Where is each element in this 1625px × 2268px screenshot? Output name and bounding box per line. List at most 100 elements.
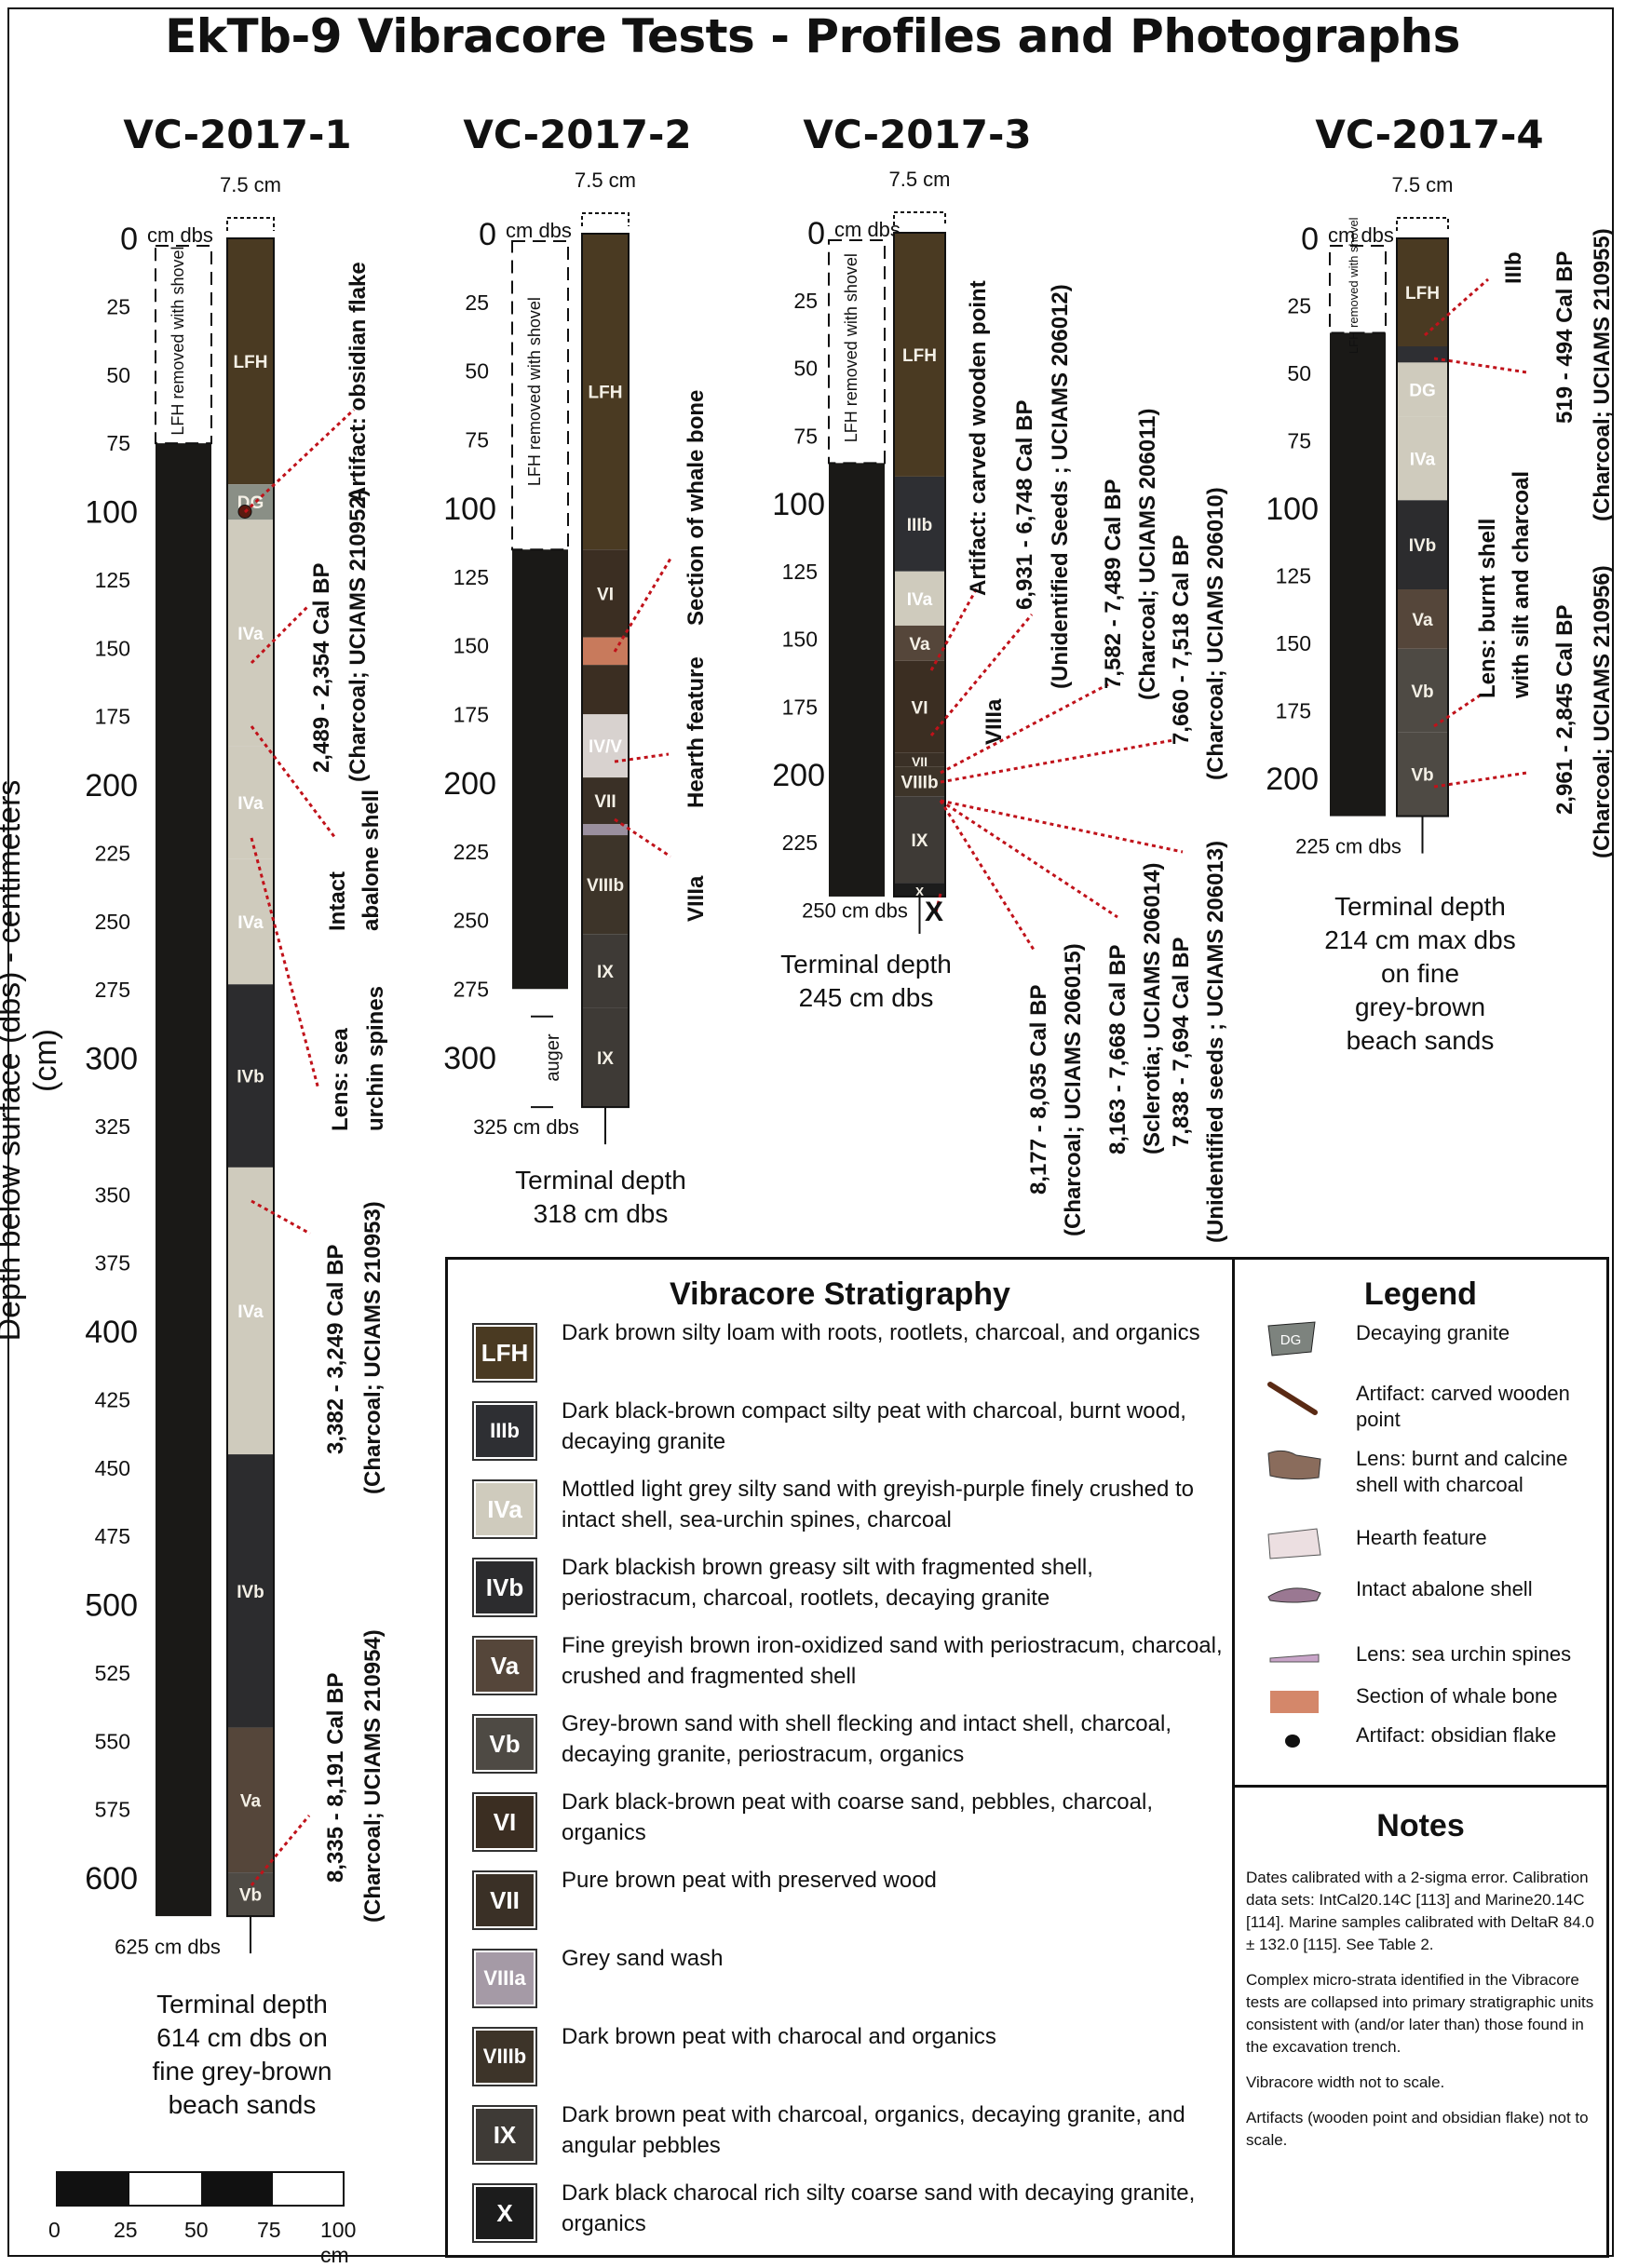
- stratigraphy-desc-VII: Pure brown peat with preserved wood: [562, 1868, 937, 1893]
- stratigraphy-swatch-VII: VII: [472, 1870, 537, 1930]
- annotation-lens-burnt: Lens: burnt shell: [1475, 518, 1500, 698]
- annotation-lens-sea: Lens: sea: [328, 1028, 353, 1131]
- stratigraphy-desc-Vb: Grey-brown sand with shell flecking and …: [562, 1711, 1171, 1767]
- legend-label-decaying-granite: Decaying granite: [1356, 1321, 1510, 1344]
- annotation-sample-3d: (Charcoal; UCIAMS 206015): [1061, 943, 1086, 1236]
- stratigraphy-row-Vb: Vb Grey-brown sand with shell flecking an…: [472, 1711, 1219, 1790]
- annotation-sample-3c: (Charcoal; UCIAMS 206010): [1203, 487, 1228, 780]
- stratigraphy-swatch-Va: Va: [472, 1636, 537, 1695]
- core-title-3: VC-2017-3: [803, 112, 1032, 157]
- note-paragraph-3: Vibracore width not to scale.: [1246, 2073, 1445, 2091]
- annotation-sample-3e: (Sclerotia; UCIAMS 206014): [1140, 862, 1165, 1154]
- annotation-sample-3f: (Unidentified seeds ; UCIAMS 206013): [1203, 840, 1228, 1243]
- annotation-sample-4b: (Charcoal; UCIAMS 210956): [1590, 565, 1615, 858]
- annotation-x: X: [925, 897, 944, 927]
- stratigraphy-swatch-X: X: [472, 2183, 537, 2243]
- annotation-date-3a: 6,931 - 6,748 Cal BP: [1012, 399, 1037, 610]
- stratigraphy-swatch-VIIIa: VIIIa: [472, 1949, 537, 2008]
- annotation-date-4b: 2,961 - 2,845 Cal BP: [1552, 604, 1578, 815]
- legend-item-carved-wooden-point: Artifact: carved wooden point: [1253, 1381, 1598, 1437]
- annotation-date-1c: 8,335 - 8,191 Cal BP: [323, 1672, 348, 1883]
- stratigraphy-row-LFH: LFH Dark brown silty loam with roots, roo…: [472, 1320, 1219, 1399]
- core-title-2: VC-2017-2: [463, 112, 692, 157]
- legend-item-sea-urchin-spines: Lens: sea urchin spines: [1253, 1641, 1598, 1697]
- note-paragraph-4: Artifacts (wooden point and obsidian fla…: [1246, 2109, 1589, 2149]
- legend-label-sea-urchin-spines: Lens: sea urchin spines: [1356, 1642, 1572, 1666]
- annotation-date-1b: 3,382 - 3,249 Cal BP: [323, 1244, 348, 1454]
- core-title-4: VC-2017-4: [1315, 112, 1544, 157]
- stratigraphy-row-VII: VII Pure brown peat with preserved wood: [472, 1868, 1219, 1947]
- stratigraphy-swatch-Vb: Vb: [472, 1714, 537, 1774]
- annotation-intact: Intact: [325, 871, 350, 931]
- notes-body: Dates calibrated with a 2-sigma error. C…: [1246, 1867, 1600, 2165]
- note-paragraph-2: Complex micro-strata identified in the V…: [1246, 1971, 1594, 2056]
- stratigraphy-row-X: X Dark black charocal rich silty coarse s…: [472, 2180, 1219, 2260]
- annotation-urchin: urchin spines: [363, 985, 388, 1131]
- stratigraphy-desc-X: Dark black charocal rich silty coarse sa…: [562, 2180, 1196, 2236]
- scale-bar: 0 25 50 75 100 cm: [48, 2171, 363, 2267]
- note-paragraph-1: Dates calibrated with a 2-sigma error. C…: [1246, 1869, 1594, 1953]
- stratigraphy-desc-IX: Dark brown peat with charcoal, organics,…: [562, 2102, 1185, 2158]
- stratigraphy-row-Va: Va Fine greyish brown iron-oxidized sand …: [472, 1633, 1223, 1712]
- legend-label-obsidian-flake: Artifact: obsidian flake: [1356, 1723, 1557, 1747]
- annotation-wooden-point: Artifact: carved wooden point: [966, 280, 991, 596]
- stratigraphy-desc-LFH: Dark brown silty loam with roots, rootle…: [562, 1320, 1200, 1345]
- figure-title: EkTb-9 Vibracore Tests - Profiles and Ph…: [165, 9, 1460, 63]
- stratigraphy-swatch-IVb: IVb: [472, 1558, 537, 1617]
- annotation-hearth: Hearth feature: [684, 656, 709, 808]
- stratigraphy-desc-Va: Fine greyish brown iron-oxidized sand wi…: [562, 1633, 1223, 1689]
- stratigraphy-desc-VIIIb: Dark brown peat with charocal and organi…: [562, 2024, 996, 2049]
- stratigraphy-row-IIIb: IIIb Dark black-brown compact silty peat …: [472, 1398, 1219, 1478]
- y-axis-label: Depth below surface (dbs) - centimeters …: [0, 779, 63, 1342]
- annotation-date-1a: 2,489 - 2,354 Cal BP: [309, 562, 334, 773]
- stratigraphy-swatch-LFH: LFH: [472, 1323, 537, 1383]
- stratigraphy-swatch-IX: IX: [472, 2105, 537, 2165]
- annotation-viiia-3: VIIIa: [982, 698, 1007, 745]
- annotation-iiib-4: IIIb: [1501, 251, 1526, 284]
- stratigraphy-desc-IVa: Mottled light grey silty sand with greyi…: [562, 1477, 1194, 1532]
- annotation-date-3b: 7,582 - 7,489 Cal BP: [1101, 479, 1126, 689]
- burnt-shell-lens-icon: [1265, 1446, 1324, 1488]
- stratigraphy-desc-IIIb: Dark black-brown compact silty peat with…: [562, 1398, 1186, 1454]
- stratigraphy-row-VIIIa: VIIIa Grey sand wash: [472, 1946, 1219, 2025]
- annotation-date-4a: 519 - 494 Cal BP: [1552, 250, 1578, 424]
- svg-text:DG: DG: [1280, 1332, 1302, 1348]
- decaying-granite-icon: DG: [1265, 1320, 1320, 1362]
- annotation-whale-bone: Section of whale bone: [684, 389, 709, 626]
- annotation-date-3e: 8,163 - 7,668 Cal BP: [1105, 944, 1131, 1154]
- annotation-silt-charcoal: with silt and charcoal: [1509, 470, 1534, 698]
- legend-label-whale-bone: Section of whale bone: [1356, 1684, 1558, 1708]
- annotation-date-3d: 8,177 - 8,035 Cal BP: [1026, 984, 1051, 1195]
- stratigraphy-desc-VIIIa: Grey sand wash: [562, 1946, 724, 1971]
- annotation-date-3f: 7,838 - 7,694 Cal BP: [1169, 937, 1194, 1147]
- annotation-date-3c: 7,660 - 7,518 Cal BP: [1169, 534, 1194, 745]
- notes-title: Notes: [1376, 1808, 1465, 1843]
- stratigraphy-desc-IVb: Dark blackish brown greasy silt with fra…: [562, 1555, 1093, 1611]
- obsidian-flake-icon: [1265, 1722, 1324, 1764]
- legend-item-hearth-feature: Hearth feature: [1253, 1525, 1598, 1581]
- stratigraphy-row-IX: IX Dark brown peat with charcoal, organic…: [472, 2102, 1219, 2181]
- scale-bar-frame: [56, 2171, 345, 2207]
- legend-item-abalone-shell: Intact abalone shell: [1253, 1576, 1598, 1632]
- annotation-sample-4a: (Charcoal; UCIAMS 210955): [1590, 228, 1615, 521]
- annotation-obsidian-flake: Artifact: obsidian flake: [345, 262, 371, 503]
- annotation-sample-1a: (Charcoal; UCIAMS 210952): [345, 489, 371, 782]
- legend-label-hearth-feature: Hearth feature: [1356, 1526, 1487, 1549]
- notes-panel: Notes Dates calibrated with a 2-sigma er…: [1232, 1785, 1609, 2258]
- annotation-sample-1c: (Charcoal; UCIAMS 210954): [360, 1629, 386, 1923]
- abalone-shell-icon: [1265, 1576, 1324, 1618]
- stratigraphy-swatch-IIIb: IIIb: [472, 1401, 537, 1461]
- whale-bone-icon: [1265, 1683, 1324, 1725]
- scale-tick-75: 75: [257, 2218, 281, 2242]
- annotation-abalone: abalone shell: [359, 789, 384, 931]
- legend-label-burnt-shell-lens: Lens: burnt and calcine shell with charc…: [1356, 1447, 1568, 1496]
- scale-tick-25: 25: [114, 2218, 138, 2242]
- annotation-viiia-2: VIIIa: [684, 875, 709, 922]
